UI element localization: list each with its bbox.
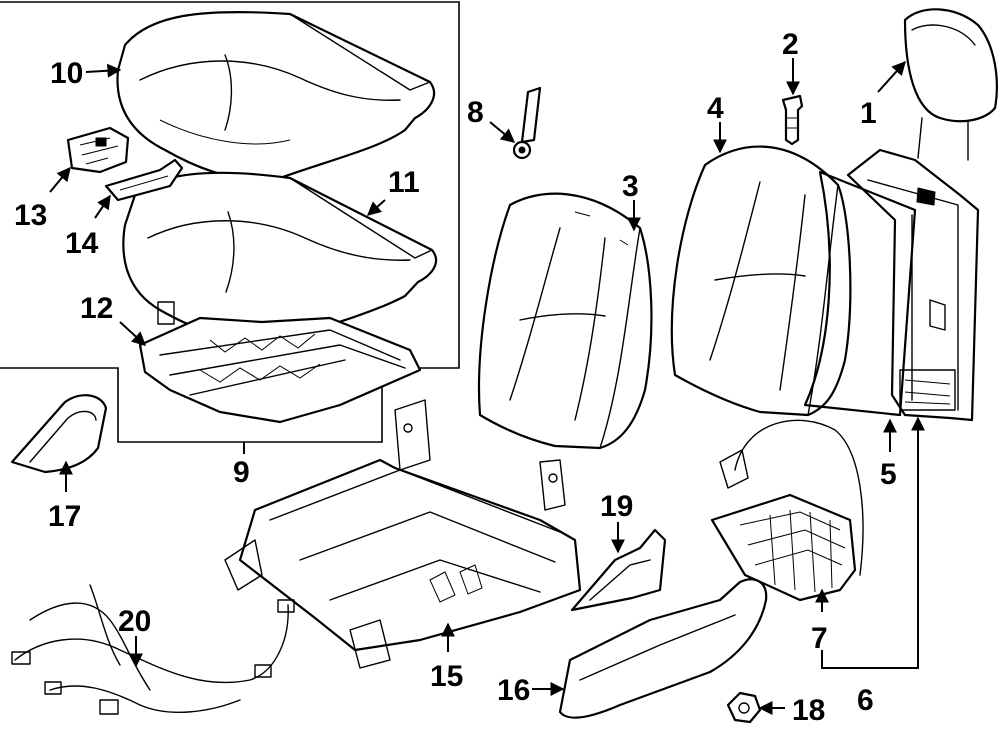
headrest-part[interactable]: [903, 8, 998, 161]
seat-track-part[interactable]: [224, 399, 582, 669]
cushion-frame-part[interactable]: [138, 301, 422, 424]
callout-16: 16: [497, 674, 530, 707]
leader-13: [49, 166, 71, 193]
callout-3: 3: [622, 170, 639, 203]
leader-11: [366, 199, 386, 216]
leader-14: [94, 194, 111, 219]
callout-8: 8: [467, 96, 484, 129]
callout-12: 12: [80, 292, 113, 325]
callout-17: 17: [48, 500, 81, 533]
callout-2: 2: [782, 28, 799, 61]
callout-14: 14: [65, 227, 99, 260]
callout-18: 18: [792, 694, 825, 727]
callout-5: 5: [880, 458, 897, 491]
side-shield-part[interactable]: [558, 578, 768, 719]
knob-part[interactable]: [726, 691, 762, 724]
leader-1: [877, 60, 906, 93]
lumbar-support-part[interactable]: [710, 419, 864, 602]
callout-7: 7: [811, 622, 828, 655]
leader-12: [119, 321, 147, 346]
callout-15: 15: [430, 660, 463, 693]
callout-9: 9: [233, 456, 250, 489]
seat-cushion-cover-part[interactable]: [116, 10, 436, 181]
leader-6: [821, 416, 925, 669]
callout-10: 10: [50, 57, 83, 90]
recliner-lever-part[interactable]: [512, 86, 542, 160]
trim-strip-part-14[interactable]: [104, 158, 184, 202]
callout-13: 13: [14, 199, 47, 232]
bracket-part-13[interactable]: [66, 126, 130, 174]
back-board-panel: [803, 170, 917, 417]
seat-back-cover-part[interactable]: [477, 192, 653, 450]
seat-cushion-pad-part[interactable]: [122, 171, 438, 343]
wire-harness-part[interactable]: [11, 584, 295, 715]
side-trim-part-17[interactable]: [10, 394, 108, 474]
callout-1: 1: [860, 97, 877, 130]
callout-4: 4: [707, 92, 724, 125]
group-frame-9: [0, 1, 460, 443]
seat-back-frame-part[interactable]: [846, 148, 980, 422]
headrest-guide-part[interactable]: [781, 94, 804, 146]
callout-11: 11: [388, 166, 420, 199]
callout-6: 6: [857, 684, 874, 717]
seat-back-pad-part[interactable]: [670, 145, 852, 417]
callout-20: 20: [118, 605, 151, 638]
trim-cover-part-19[interactable]: [570, 528, 667, 612]
callout-19: 19: [600, 490, 633, 523]
leader-8: [489, 121, 516, 143]
leader-10: [85, 63, 122, 78]
